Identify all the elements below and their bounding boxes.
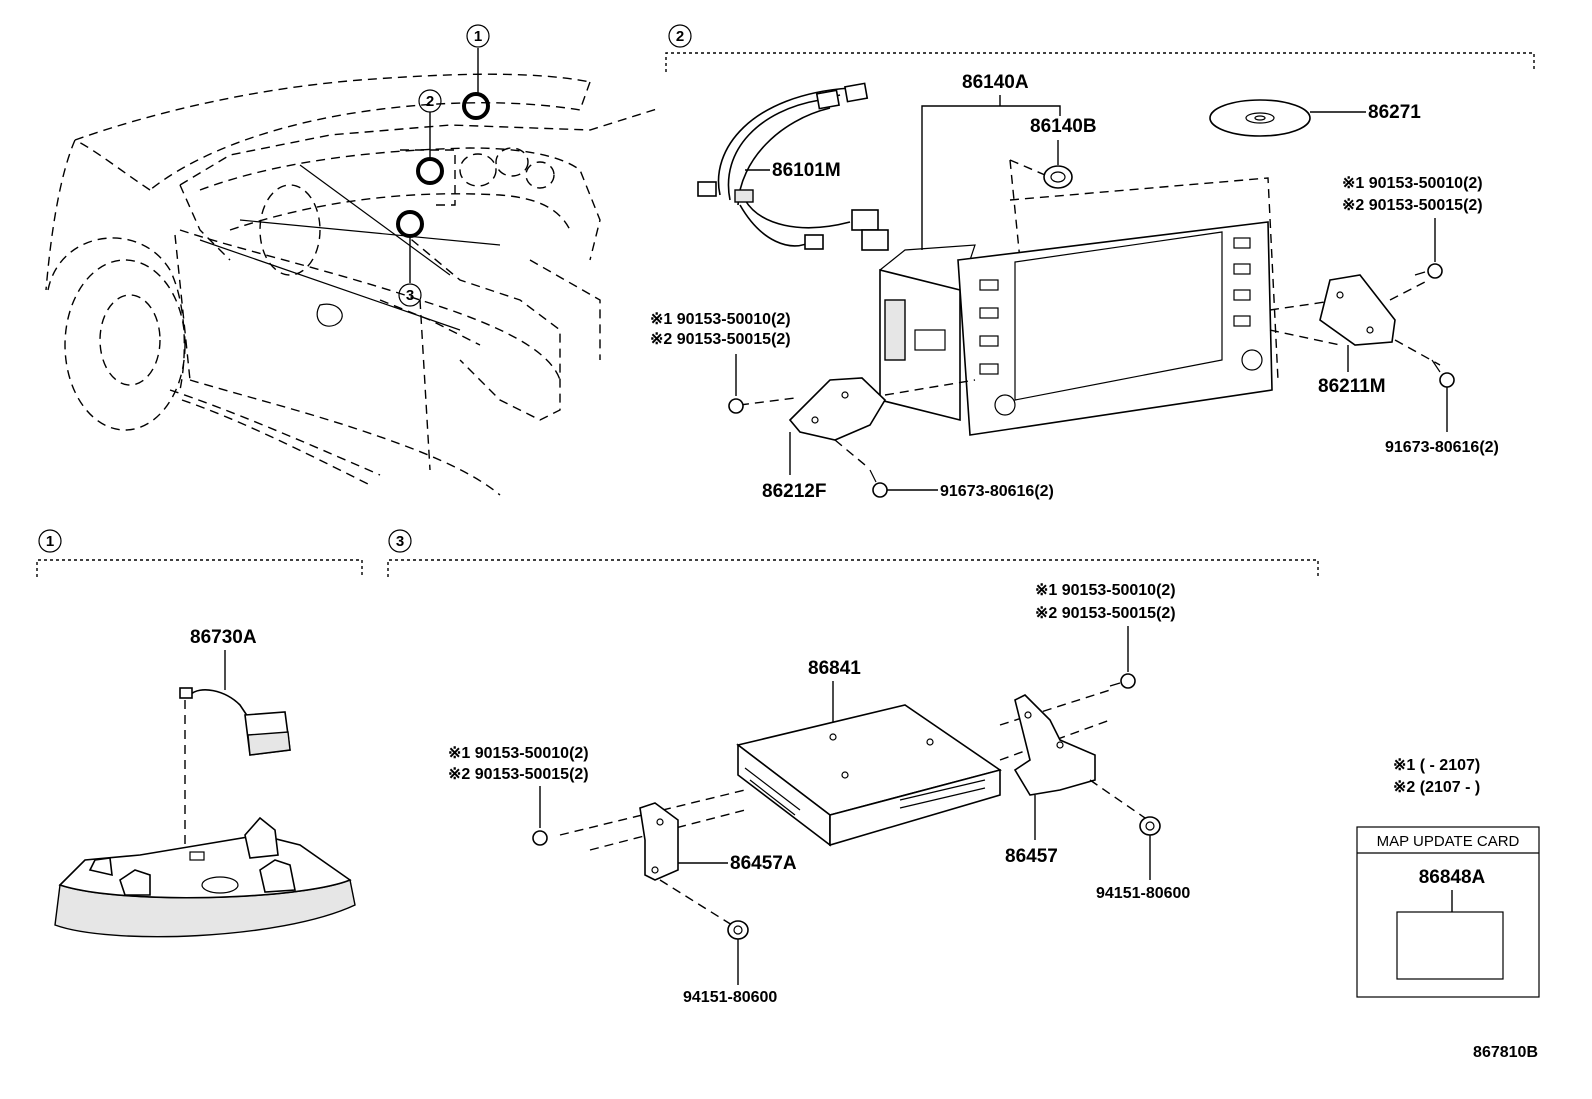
part-label-screw-90153-50015: ※2 90153-50015(2) (650, 331, 791, 348)
section-3-callout: 3 (388, 529, 412, 553)
part-label-86211M: 86211M (1318, 376, 1386, 397)
part-label-screw-90153-50015: ※2 90153-50015(2) (448, 766, 589, 783)
part-label-screw-90153-50010: ※1 90153-50010(2) (448, 745, 589, 762)
note-2: ※2 (2107 - ) (1393, 779, 1480, 796)
bracket-86211M (1319, 274, 1396, 346)
map-card-title: MAP UPDATE CARD (1377, 833, 1520, 850)
display-unit-86140A (879, 221, 1273, 436)
callout-number-icon: 2 (426, 93, 434, 110)
screw-icon (1109, 673, 1136, 689)
part-label-86457: 86457 (1005, 846, 1058, 867)
section-1-callout: 1 (38, 529, 62, 553)
part-label-screw-90153-50015: ※2 90153-50015(2) (1035, 605, 1176, 622)
part-label-86730A: 86730A (190, 627, 257, 648)
location-marker-2 (416, 157, 444, 185)
note-1: ※1 ( - 2107) (1393, 757, 1480, 774)
section-3: 3 86841 86457A ※1 90153-5001 (387, 529, 1319, 1006)
bolt-icon (1431, 359, 1455, 388)
callout-number-icon: 1 (46, 533, 54, 550)
section-3-bracket-line (387, 559, 1319, 577)
screw-icon (532, 830, 548, 846)
part-label-86841: 86841 (808, 658, 861, 679)
wire-harness-86101M (697, 82, 889, 251)
part-label-86101M: 86101M (772, 160, 841, 181)
section-2: 2 86101M 86140A 86140B (650, 24, 1535, 502)
screw-icon (1414, 263, 1443, 279)
part-label-screw-90153-50010: ※1 90153-50010(2) (1035, 582, 1176, 599)
part-label-screw-90153-50015: ※2 90153-50015(2) (1342, 197, 1483, 214)
figure-id: 867810B (1473, 1044, 1538, 1061)
section-2-bracket-line (665, 52, 1535, 72)
part-label-86140A: 86140A (962, 72, 1029, 93)
receiver-86841 (736, 704, 1002, 847)
bracket-86457 (1013, 694, 1096, 796)
part-label-nut-94151-80600: 94151-80600 (683, 989, 777, 1006)
part-label-bolt-91673-80616: 91673-80616(2) (1385, 439, 1499, 456)
disc-icon (1209, 99, 1311, 137)
vehicle-overview: 1 2 3 (45, 24, 661, 496)
part-label-86140B: 86140B (1030, 116, 1097, 137)
overhead-console (54, 816, 356, 938)
callout-number-icon: 3 (396, 533, 404, 550)
callout-number-icon: 2 (676, 28, 684, 45)
callout-number-icon: 3 (406, 287, 414, 304)
part-label-screw-90153-50010: ※1 90153-50010(2) (650, 311, 791, 328)
callout-3-overview: 3 (398, 283, 422, 307)
callout-2-overview: 2 (418, 89, 442, 113)
screw-icon (728, 398, 744, 414)
part-label-nut-94151-80600: 94151-80600 (1096, 885, 1190, 902)
nut-icon (727, 920, 749, 940)
applicability-notes: ※1 ( - 2107) ※2 (2107 - ) (1393, 757, 1480, 796)
nut-icon (1139, 816, 1161, 836)
part-label-bolt-91673-80616: 91673-80616(2) (940, 483, 1054, 500)
section-1: 1 86730A (36, 529, 363, 938)
callout-1-overview: 1 (466, 24, 490, 48)
part-label-86457A: 86457A (730, 853, 797, 874)
knob-icon (1043, 165, 1073, 189)
part-label-86212F: 86212F (762, 481, 826, 502)
section-1-bracket-line (36, 559, 363, 577)
map-card-icon (1396, 911, 1504, 980)
microphone-86730A (179, 687, 291, 756)
bracket-86457A (639, 802, 679, 881)
bolt-icon (869, 469, 888, 498)
location-marker-3 (396, 210, 424, 238)
map-update-card-box: MAP UPDATE CARD 86848A (1356, 826, 1540, 998)
part-label-86271: 86271 (1368, 102, 1421, 123)
callout-number-icon: 1 (474, 28, 482, 45)
section-2-callout: 2 (668, 24, 692, 48)
location-marker-1 (462, 92, 490, 120)
part-label-screw-90153-50010: ※1 90153-50010(2) (1342, 175, 1483, 192)
bracket-86212F (788, 377, 887, 441)
part-label-86848A: 86848A (1419, 867, 1486, 888)
